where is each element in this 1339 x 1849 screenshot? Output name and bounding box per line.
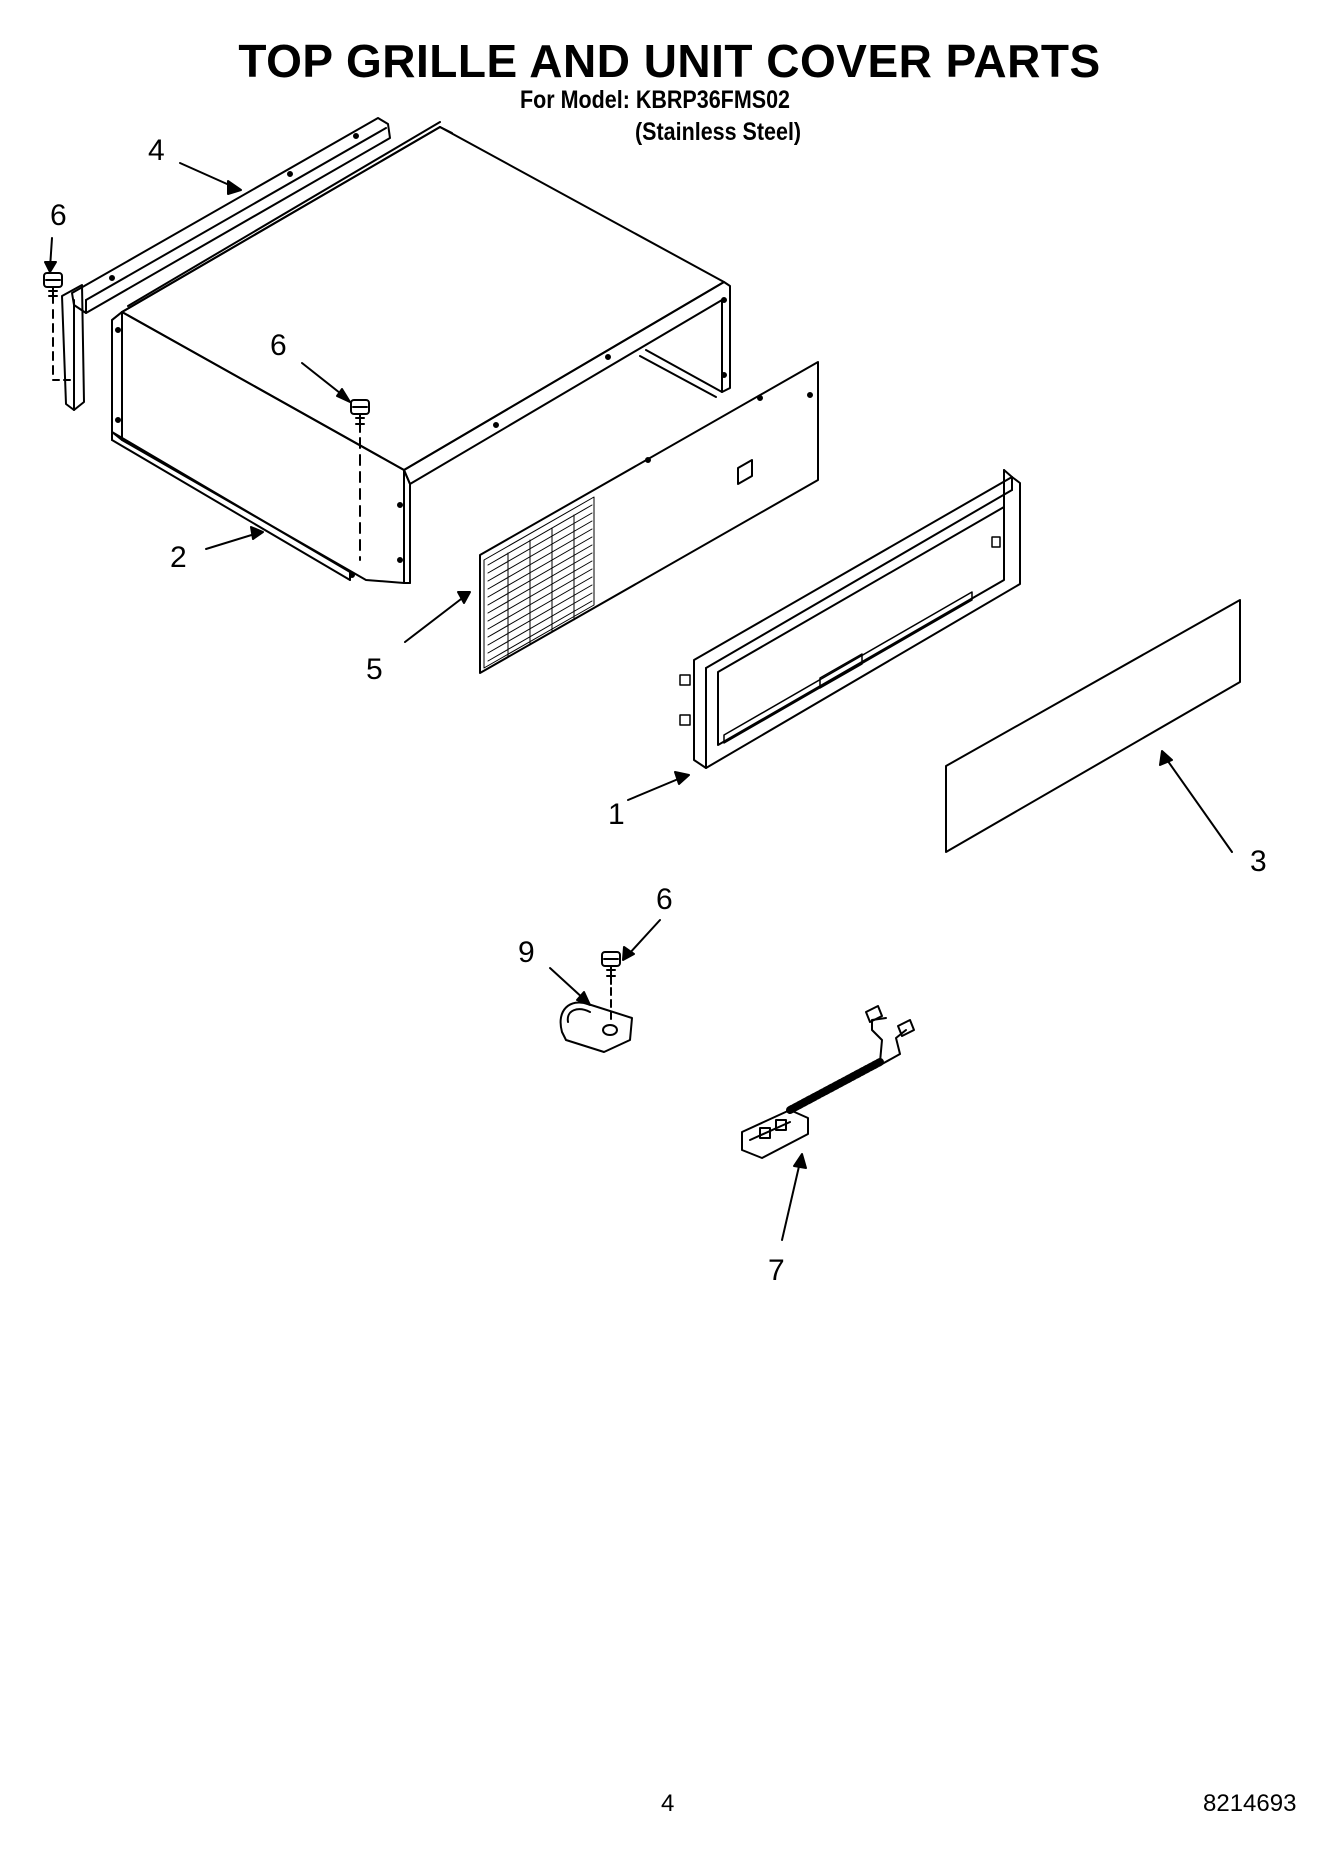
callout-6-center: 6 <box>270 329 287 362</box>
part-1-grille-frame <box>679 469 1021 769</box>
arrowhead-1 <box>674 771 690 785</box>
arrow-5 <box>404 595 466 643</box>
callout-1: 1 <box>608 798 625 831</box>
arrow-6b <box>301 362 346 398</box>
arrowhead-6c <box>622 946 635 961</box>
callout-9: 9 <box>518 936 535 969</box>
arrowhead-5 <box>457 591 471 604</box>
model-line: For Model: KBRP36FMS02 <box>520 86 790 114</box>
part-6-screw-clip <box>601 951 621 1021</box>
callout-5: 5 <box>366 653 383 686</box>
callout-3: 3 <box>1250 845 1267 878</box>
arrowhead-2 <box>250 526 264 540</box>
arrow-4 <box>179 162 237 189</box>
arrow-7 <box>781 1161 801 1241</box>
callout-7: 7 <box>768 1254 785 1287</box>
part-6-screw-left <box>43 272 71 381</box>
arrowhead-9 <box>576 991 591 1006</box>
grille-louvers <box>487 504 593 662</box>
arrow-6c <box>627 919 661 956</box>
arrowhead-6b <box>336 388 351 403</box>
arrowhead-3 <box>1159 750 1173 766</box>
callout-6-left: 6 <box>50 199 67 232</box>
arrow-3 <box>1164 756 1233 853</box>
finish-line: (Stainless Steel) <box>635 118 802 146</box>
callout-6-clip: 6 <box>656 883 673 916</box>
part-5-grille-panel <box>479 361 819 674</box>
part-6-screw-center <box>350 399 370 561</box>
part-3-trim-panel <box>945 599 1241 853</box>
arrowhead-6a <box>44 261 57 273</box>
callout-4: 4 <box>148 134 165 167</box>
part-7-wire-harness <box>741 1005 915 1159</box>
arrowhead-7 <box>793 1153 807 1169</box>
callout-2: 2 <box>170 541 187 574</box>
page-number: 4 <box>661 1790 675 1817</box>
document-number: 8214693 <box>1203 1790 1297 1817</box>
arrow-1 <box>627 776 684 801</box>
arrow-2 <box>205 532 259 550</box>
part-2-unit-cover <box>111 121 731 584</box>
arrowhead-4 <box>227 180 242 195</box>
page-title: TOP GRILLE AND UNIT COVER PARTS <box>238 35 1101 87</box>
part-9-clip <box>559 1001 633 1053</box>
arrow-9 <box>549 967 586 1001</box>
part-4-rear-strip <box>61 117 391 411</box>
